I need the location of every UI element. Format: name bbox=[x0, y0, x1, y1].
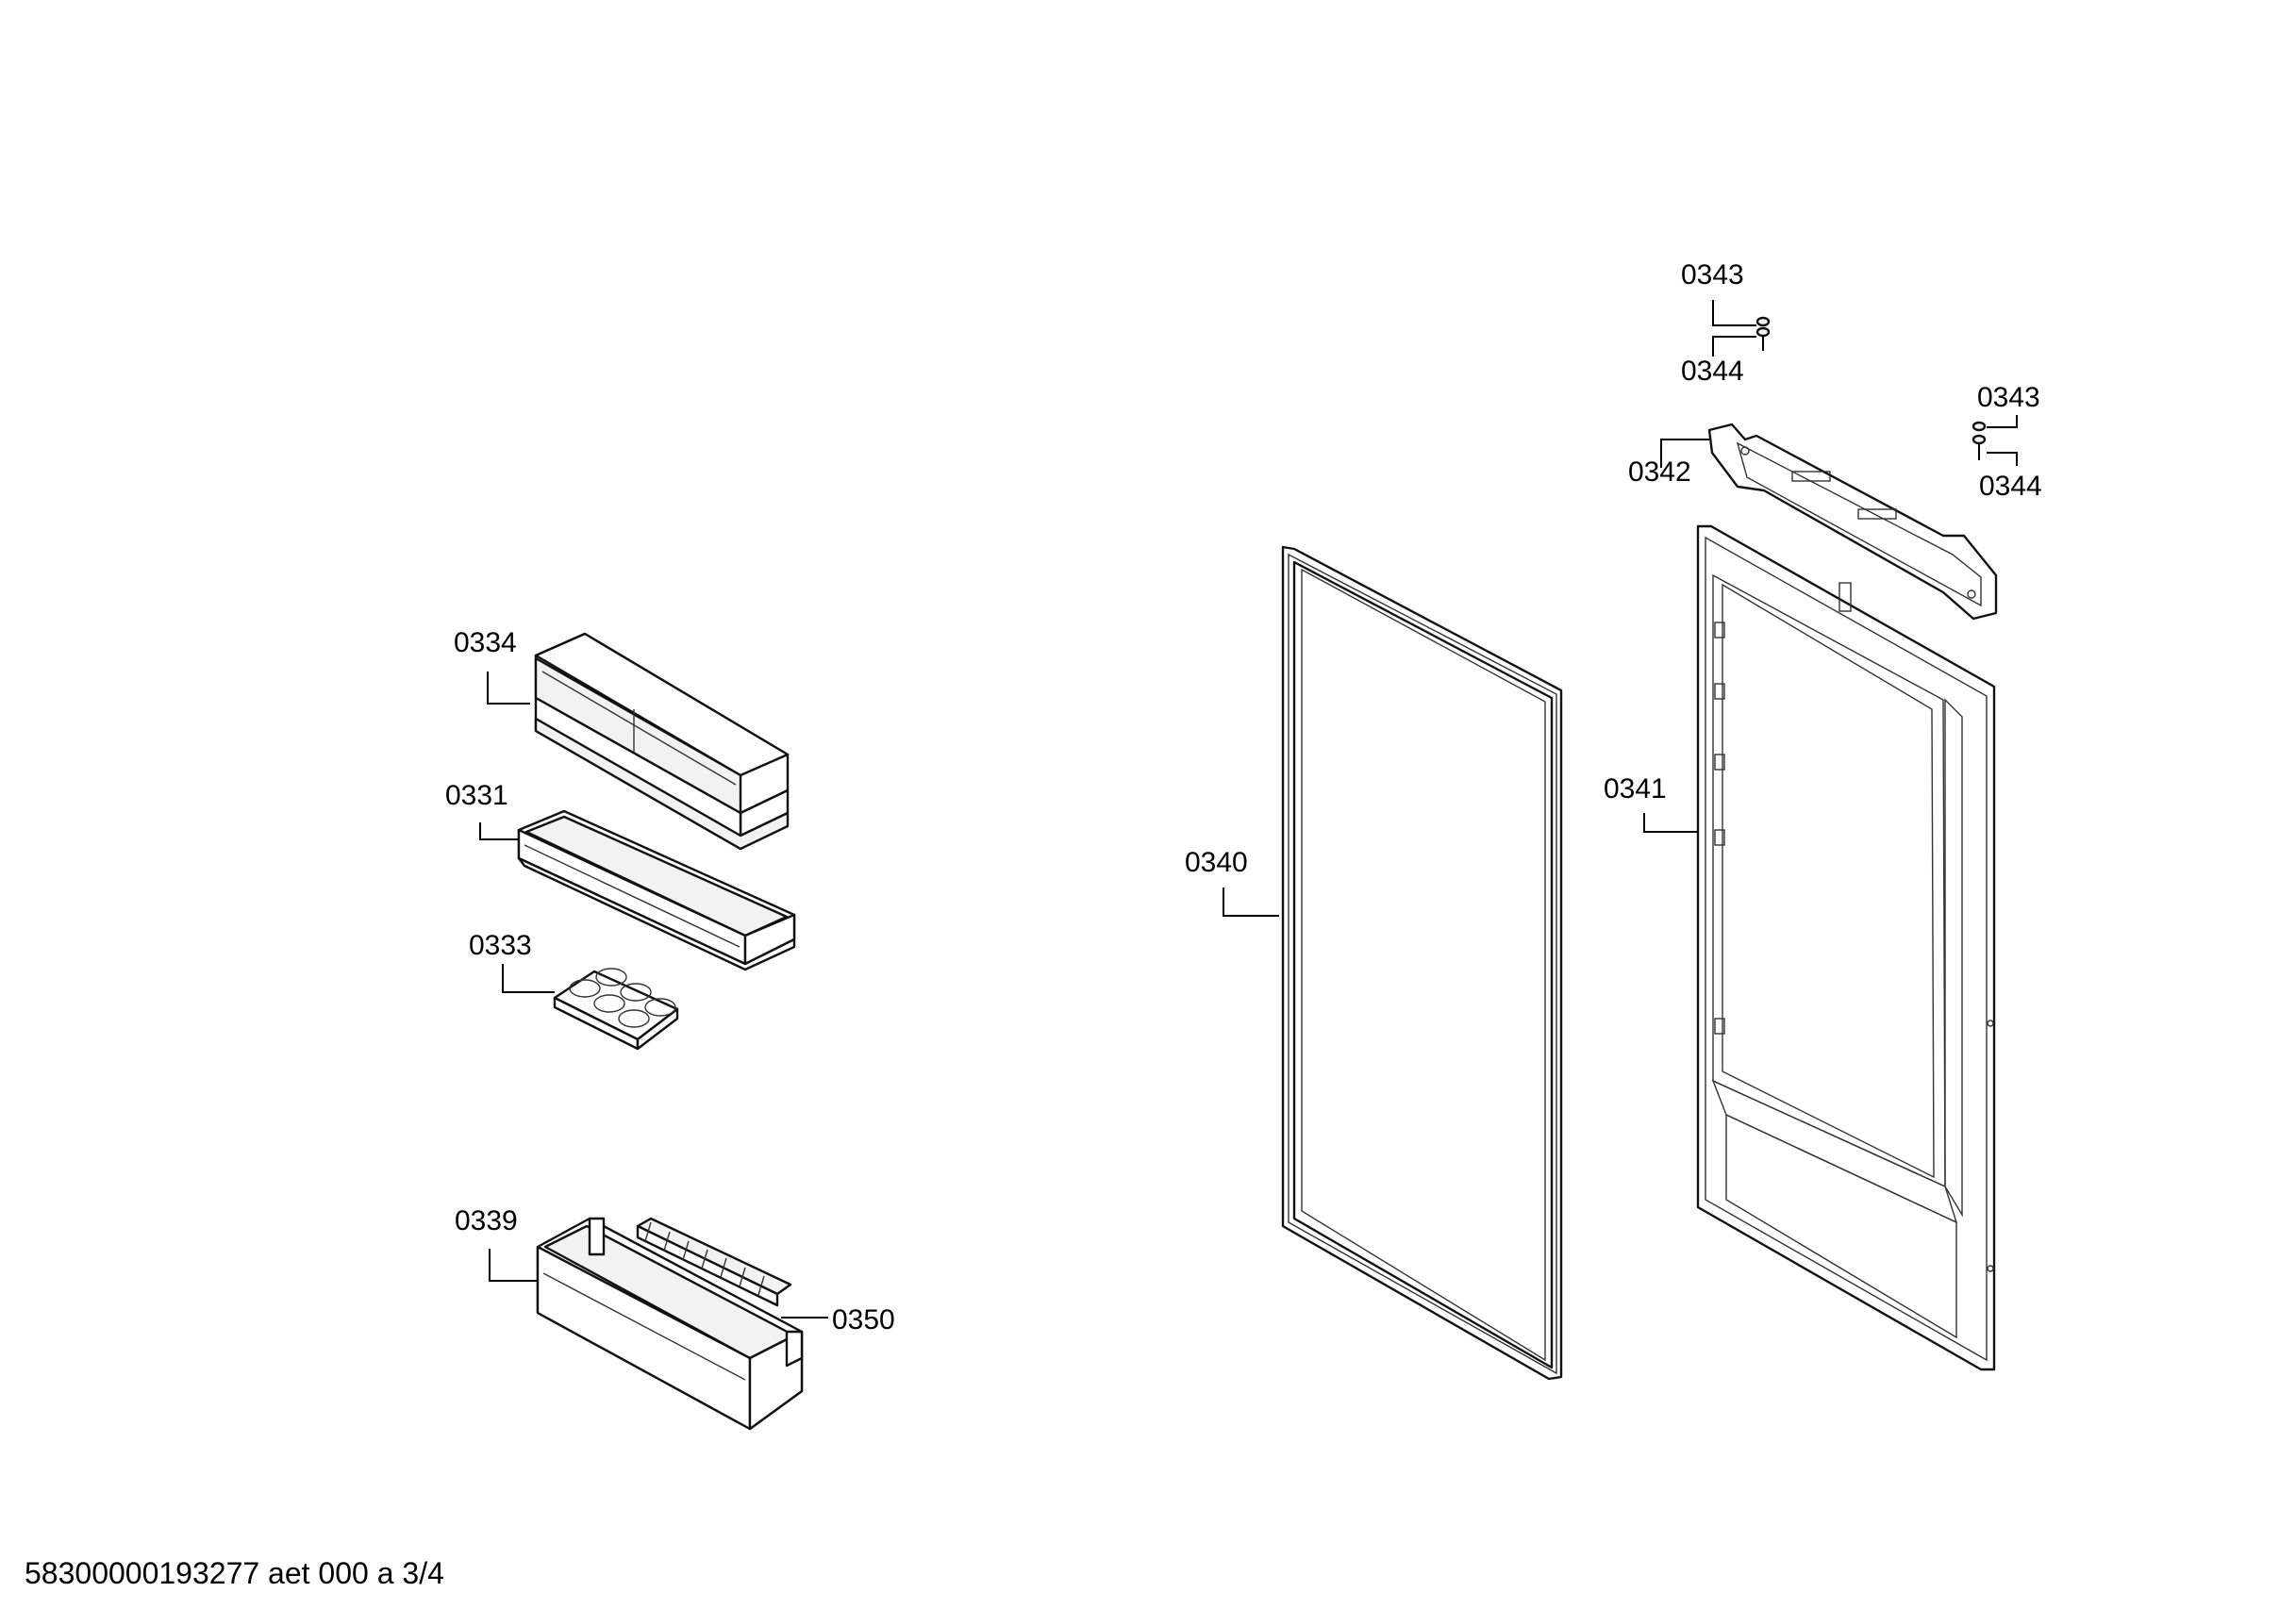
document-code: 58300000193277 aet 000 a 3/4 bbox=[25, 1556, 444, 1590]
part-0333-egg-tray bbox=[553, 968, 679, 1051]
label-0331: 0331 bbox=[445, 780, 508, 811]
part-0350-bottle-retainer bbox=[636, 1217, 792, 1307]
label-0343-top: 0343 bbox=[1681, 259, 1744, 290]
part-0340-door-gasket bbox=[1281, 545, 1563, 1381]
label-0339: 0339 bbox=[455, 1205, 518, 1236]
label-0344-right: 0344 bbox=[1979, 471, 2042, 502]
part-0343-0344-fasteners-right bbox=[1972, 421, 1987, 460]
label-0350: 0350 bbox=[832, 1304, 895, 1335]
part-0334-compartment bbox=[534, 632, 790, 851]
label-0343-right: 0343 bbox=[1977, 382, 2040, 413]
label-0333: 0333 bbox=[469, 930, 532, 961]
part-0341-door-liner bbox=[1696, 524, 1996, 1371]
part-0342-hinge-bracket bbox=[1707, 423, 1998, 621]
label-0344-top: 0344 bbox=[1681, 356, 1744, 387]
leader-lines bbox=[479, 300, 2018, 1319]
part-0343-0344-fasteners-top bbox=[1755, 316, 1771, 351]
part-labels: 0343 0344 0343 0344 0342 0341 0340 0334 … bbox=[445, 259, 2042, 1335]
label-0342: 0342 bbox=[1628, 456, 1691, 488]
label-0340: 0340 bbox=[1185, 847, 1248, 878]
part-0339-bottle-shelf bbox=[536, 1217, 804, 1431]
label-0341: 0341 bbox=[1604, 773, 1667, 804]
label-0334: 0334 bbox=[454, 627, 517, 658]
part-0331-door-shelf bbox=[517, 809, 796, 971]
